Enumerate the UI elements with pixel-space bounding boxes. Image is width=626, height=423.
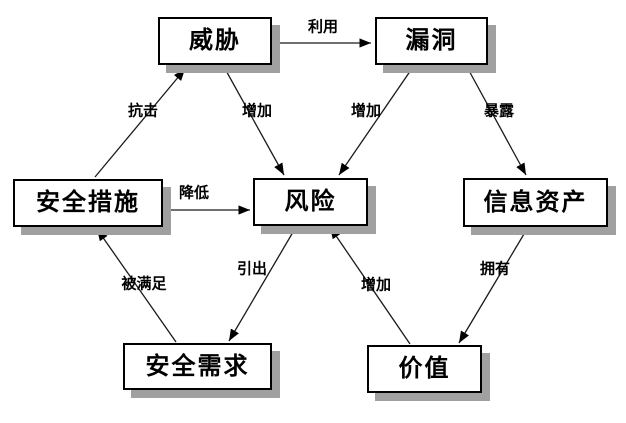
node-vulnerability-label: 漏洞 <box>405 27 458 54</box>
node-risk-label: 风险 <box>284 188 337 215</box>
node-risk: 风险 <box>253 178 368 226</box>
edge-label-lead-to: 引出 <box>236 260 268 278</box>
node-information-asset-label: 信息资产 <box>483 188 588 216</box>
node-security-measures-label: 安全措施 <box>36 189 140 216</box>
edge-value-to-risk <box>329 226 411 345</box>
edge-label-increase-threat: 增加 <box>241 102 273 120</box>
edge-label-exploit: 利用 <box>307 18 339 36</box>
node-value-label: 价值 <box>398 355 451 382</box>
edge-label-increase-vulnerability: 增加 <box>350 102 382 120</box>
edge-threat-to-risk <box>223 66 285 176</box>
node-threat-label: 威胁 <box>189 27 241 54</box>
edge-label-own: 拥有 <box>479 260 511 278</box>
node-value: 价值 <box>367 345 482 393</box>
edge-risk-to-requirement <box>228 226 297 342</box>
edge-asset-to-value <box>458 228 528 344</box>
edge-vulnerability-to-risk <box>338 66 414 176</box>
node-security-requirement-label: 安全需求 <box>145 352 250 380</box>
node-security-measures: 安全措施 <box>13 179 163 227</box>
edge-label-satisfied: 被满足 <box>121 275 167 293</box>
edge-label-resist: 抗击 <box>127 102 159 120</box>
node-vulnerability: 漏洞 <box>375 17 488 65</box>
node-information-asset: 信息资产 <box>463 178 608 227</box>
edge-vulnerability-to-asset <box>466 66 527 176</box>
node-security-requirement: 安全需求 <box>123 343 272 390</box>
node-threat: 威胁 <box>158 17 272 65</box>
edge-measures-to-threat <box>94 68 186 178</box>
edge-requirement-to-measures <box>96 228 177 343</box>
edge-label-increase-value: 增加 <box>360 276 392 294</box>
edge-label-expose: 暴露 <box>483 102 515 120</box>
edge-label-reduce: 降低 <box>178 184 210 202</box>
